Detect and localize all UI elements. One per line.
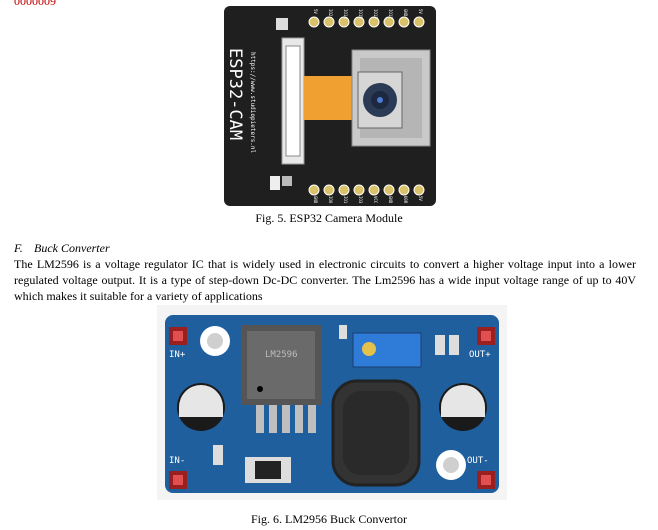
pin-label: IO1 [343,196,348,204]
smd-part-1 [435,335,445,355]
chip-label: LM2596 [265,350,298,360]
esp32-cam-figure: ESP32-CAM https://www.studiopieters.nl 5… [224,6,436,206]
smd-part-3 [213,445,223,465]
pin-label: IO3 [358,196,363,204]
figure-6-caption: Fig. 6. LM2956 Buck Convertor [251,512,407,526]
component-bottom [282,176,292,186]
label-out-minus: OUT- [467,456,489,466]
top-pin-row: 5V IO2 IO14 IO15 IO13 IO12 GND 5V [308,9,425,28]
pin-label: GND [388,196,393,204]
pin-pad [308,184,320,196]
pin-label: IO0 [328,196,333,204]
top-partial-line: 0000009 [14,0,56,9]
pin-pad [353,184,365,196]
pin-pad [368,16,380,28]
pin-label: 5V [313,9,318,14]
pin-pad [413,16,425,28]
bottom-pin-row: GND IO0 IO1 IO3 VCC GND U0R 5V [308,184,425,204]
component-top [276,18,288,30]
pin-label: IO14 [343,9,348,19]
pin-pad [323,184,335,196]
pin-pad [323,16,335,28]
flash-led [270,176,280,190]
smd-resistor [339,325,347,339]
board-url: https://www.studiopieters.nl [249,52,256,154]
chip-legs [256,405,316,433]
pin-pad [353,16,365,28]
pin-label: GND [403,9,408,17]
pin-pad [413,184,425,196]
pin-label: IO13 [373,9,378,19]
section-title: Buck Converter [34,241,110,255]
section-heading: F. Buck Converter [14,241,110,256]
pin-label: IO12 [388,9,393,19]
pin-pad [398,184,410,196]
buck-converter-figure: IN+ IN- OUT+ OUT- LM2596 [157,305,507,500]
pin-label: 5V [418,196,423,201]
pin-label: 5V [418,9,423,14]
label-in-plus: IN+ [169,350,186,360]
section-number: F. [14,241,23,255]
terminal-pads [169,327,495,489]
pin-pad [338,184,350,196]
pin-pad [308,16,320,28]
pin-label: IO2 [328,9,333,17]
pin-pad [383,16,395,28]
board-title: ESP32-CAM [225,48,245,140]
label-in-minus: IN- [169,456,185,466]
pin-pad [368,184,380,196]
smd-part-2 [449,335,459,355]
pin-pad [338,16,350,28]
pin-pad [383,184,395,196]
highlight-text: 0000009 [14,0,56,8]
figure-5-caption: Fig. 5. ESP32 Camera Module [255,211,403,225]
pin-pad [398,16,410,28]
pin-label: IO15 [358,9,363,19]
label-out-plus: OUT+ [469,350,491,360]
camera-ribbon [304,76,354,120]
diode [255,461,281,479]
pin-label: U0R [403,196,408,204]
body-paragraph: The LM2596 is a voltage regulator IC tha… [14,257,636,303]
pin-label: GND [313,196,318,204]
pin-label: VCC [373,196,378,204]
